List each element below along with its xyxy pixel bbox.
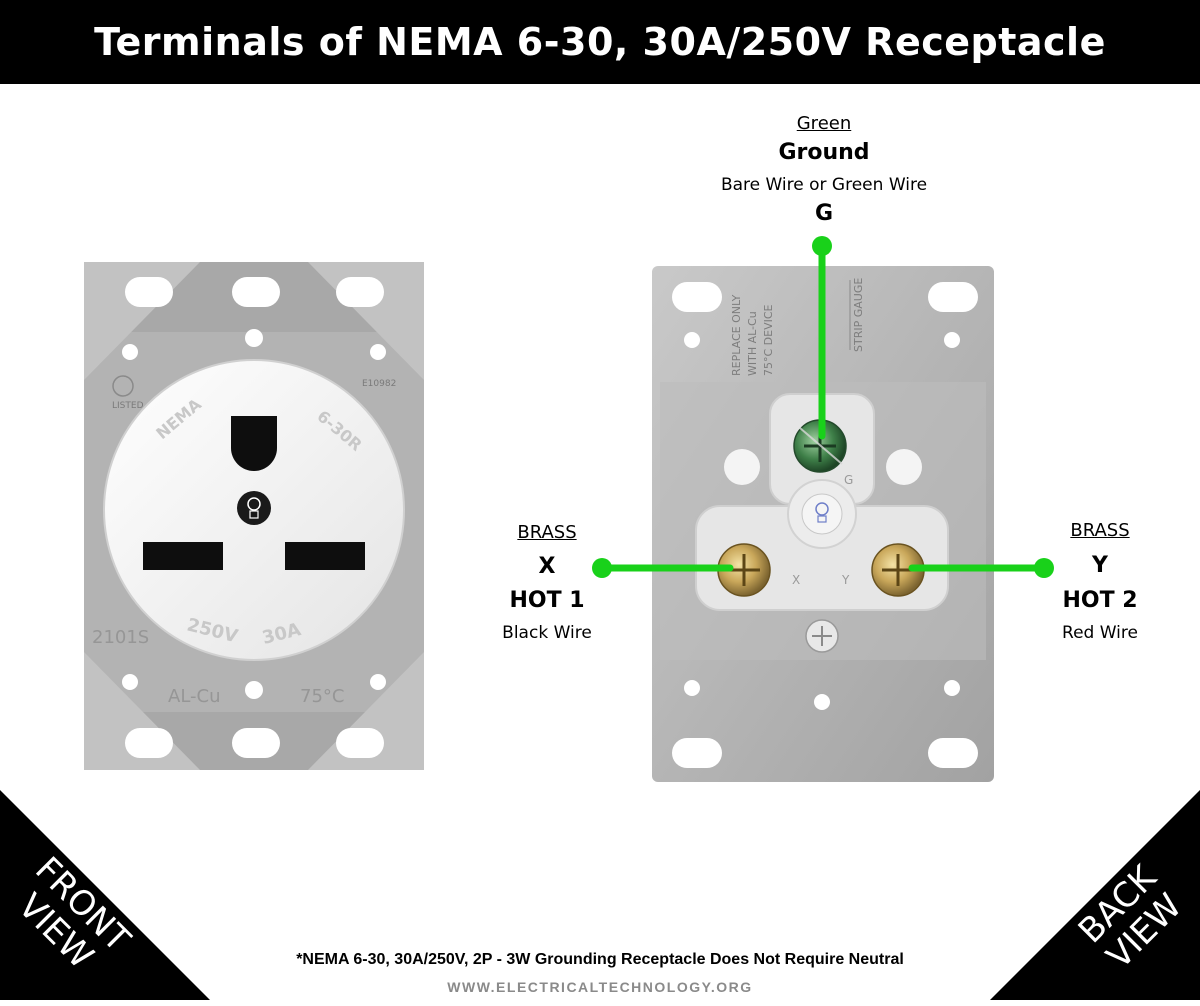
hot2-leader-line (908, 558, 1054, 578)
mounting-slot (928, 738, 978, 768)
mounting-slot (125, 728, 173, 758)
replace-line-1: REPLACE ONLY (730, 294, 743, 376)
replace-line-2: WITH AL-Cu (746, 311, 759, 376)
mounting-slot (672, 738, 722, 768)
hot1-wire-label: Black Wire (502, 623, 592, 643)
hot2-letter-label: Y (1092, 553, 1108, 578)
front-view-corner (0, 790, 210, 1000)
hot1-name-label: HOT 1 (509, 588, 585, 613)
mounting-slot (125, 277, 173, 307)
hot1-leader-line (592, 558, 734, 578)
listed-mark: LISTED (112, 401, 144, 411)
bulb-emblem-icon (237, 491, 271, 525)
temperature-mark: 75°C (300, 686, 344, 707)
ground-letter-label: G (814, 201, 834, 226)
mounting-slot (232, 728, 280, 758)
mounting-slot (928, 282, 978, 312)
strip-gauge-mark: STRIP GAUGE (852, 278, 865, 352)
footnote: *NEMA 6-30, 30A/250V, 2P - 3W Grounding … (296, 951, 904, 968)
clip-hole (724, 449, 760, 485)
front-receptacle: LISTED E10982 2101S AL-Cu 75°C NEMA 6-30… (84, 262, 424, 770)
g-mark: G (844, 473, 853, 487)
hot1-letter-label: X (538, 554, 556, 579)
ground-leader-line (812, 236, 832, 440)
ground-slot (231, 416, 277, 471)
ground-wire-label: Bare Wire or Green Wire (720, 175, 928, 195)
model-number: 2101S (92, 627, 149, 648)
hot1-color-label: BRASS (517, 522, 577, 543)
mounting-slot (672, 282, 722, 312)
hot-slot-right (285, 542, 365, 570)
hot2-name-label: HOT 2 (1062, 588, 1138, 613)
hot2-wire-label: Red Wire (1062, 623, 1138, 643)
y-mark: Y (841, 573, 850, 587)
title-bar: Terminals of NEMA 6-30, 30A/250V Recepta… (0, 0, 1200, 84)
mounting-slot (336, 728, 384, 758)
brass-screw-y-icon (871, 543, 925, 597)
hot-slot-left (143, 542, 223, 570)
material-mark: AL-Cu (168, 686, 221, 707)
mounting-slot (336, 277, 384, 307)
website-link[interactable]: WWW.ELECTRICALTECHNOLOGY.ORG (447, 979, 753, 995)
back-view-corner (990, 790, 1200, 1000)
ground-name-label: Ground (778, 140, 870, 165)
bulb-emblem-icon (801, 493, 843, 535)
file-number: E10982 (362, 379, 396, 389)
page-title: Terminals of NEMA 6-30, 30A/250V Recepta… (94, 20, 1106, 64)
ground-color-label: Green (796, 113, 852, 134)
mounting-slot (232, 277, 280, 307)
hot2-color-label: BRASS (1070, 520, 1130, 541)
x-mark: X (792, 573, 800, 587)
clip-hole (886, 449, 922, 485)
replace-line-3: 75°C DEVICE (762, 304, 775, 376)
